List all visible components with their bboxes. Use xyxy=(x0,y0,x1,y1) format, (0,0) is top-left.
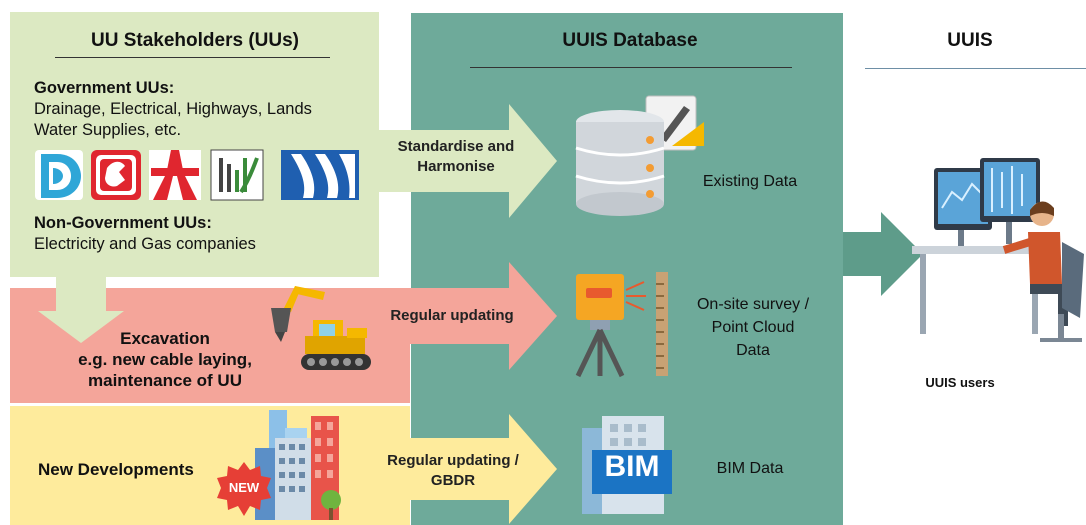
excavation-line-3: maintenance of UU xyxy=(88,371,242,390)
buildings-icon xyxy=(255,410,341,520)
excavation-line-1: Excavation xyxy=(120,329,210,348)
uuis-user-workstation-icon xyxy=(912,158,1084,342)
drainage-logo-icon xyxy=(35,150,83,200)
lands-logo-icon xyxy=(210,149,264,201)
standardise-label-1: Standardise and xyxy=(397,138,515,155)
excavation-line-2: e.g. new cable laying, xyxy=(78,350,252,369)
uuis-title-rule xyxy=(865,68,1086,69)
onsite-survey-label-2: Point Cloud xyxy=(711,319,795,336)
government-line-2: Water Supplies, etc. xyxy=(34,121,182,139)
database-title-rule xyxy=(470,67,792,68)
bim-data-label: BIM Data xyxy=(716,460,784,477)
stakeholders-title: UU Stakeholders (UUs) xyxy=(91,30,299,51)
gbdr-arrow xyxy=(379,414,557,524)
uuis-output-arrow xyxy=(843,212,923,296)
survey-instrument-icon xyxy=(575,272,668,378)
regular-updating-label: Regular updating xyxy=(390,307,514,324)
down-arrow xyxy=(38,277,124,343)
bim-building-icon xyxy=(582,416,672,514)
onsite-survey-label-3: Data xyxy=(736,342,770,359)
new-badge-icon xyxy=(217,462,271,516)
excavator-icon xyxy=(271,286,371,370)
standardise-arrow xyxy=(379,104,557,218)
stakeholders-panel xyxy=(10,12,379,277)
gbdr-label-2: GBDR xyxy=(430,472,476,489)
database-title: UUIS Database xyxy=(562,30,698,51)
developments-panel xyxy=(10,406,410,525)
standardise-label-2: Harmonise xyxy=(417,158,495,175)
stakeholders-title-rule xyxy=(55,57,330,58)
new-badge-text: NEW xyxy=(228,480,260,495)
existing-data-icon xyxy=(575,95,704,216)
electrical-logo-icon xyxy=(91,150,141,200)
highways-logo-icon xyxy=(149,150,201,200)
bim-text: BIM xyxy=(604,450,660,483)
non-government-heading: Non-Government UUs: xyxy=(34,214,212,232)
regular-updating-arrow xyxy=(379,262,557,370)
uuis-users-label: UUIS users xyxy=(925,375,995,390)
onsite-survey-label-1: On-site survey / xyxy=(696,296,810,313)
water-supplies-logo-icon xyxy=(281,150,359,200)
gbdr-label-1: Regular updating / xyxy=(387,452,519,469)
uuis-title: UUIS xyxy=(947,30,993,51)
government-heading: Government UUs: xyxy=(34,79,175,97)
non-government-line: Electricity and Gas companies xyxy=(34,235,256,253)
new-developments-label: New Developments xyxy=(38,460,194,479)
government-logos xyxy=(35,149,359,201)
government-line-1: Drainage, Electrical, Highways, Lands xyxy=(34,100,312,118)
existing-data-label: Existing Data xyxy=(702,173,798,190)
